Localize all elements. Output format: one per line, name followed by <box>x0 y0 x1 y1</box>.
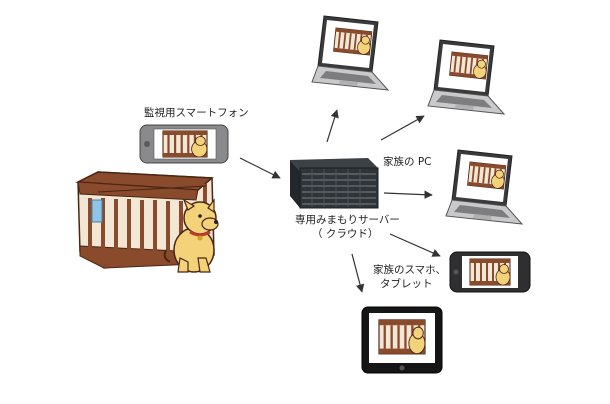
label-family-tablet: タブレット <box>380 278 433 290</box>
label-monitor-smartphone: 監視用スマートフォン <box>144 107 249 119</box>
cloud-server <box>290 158 379 209</box>
monitor-smartphone <box>139 124 229 164</box>
family-tablet <box>361 306 443 374</box>
arrow-phone-to-server <box>239 157 281 179</box>
family-laptop-1 <box>311 15 389 91</box>
dog-illustration <box>163 198 219 273</box>
family-smartphone <box>449 251 531 293</box>
arrow-server-to-laptop-2 <box>380 115 425 141</box>
family-laptop-2 <box>427 39 505 115</box>
arrow-server-to-laptop-3 <box>383 190 433 199</box>
label-server-cloud: （ クラウド） <box>312 228 379 240</box>
label-family-mobile: 家族のスマホ、 <box>373 264 447 276</box>
label-server: 専用みまもりサーバー <box>295 214 400 226</box>
dog-crate-illustration <box>75 171 215 269</box>
arrow-server-to-smartphone <box>389 233 441 257</box>
family-laptop-3 <box>445 149 523 225</box>
label-family-pc: 家族の PC <box>383 156 432 168</box>
connection-arrows <box>239 109 441 293</box>
arrow-server-to-tablet <box>351 253 365 293</box>
arrow-server-to-laptop-1 <box>326 109 339 143</box>
